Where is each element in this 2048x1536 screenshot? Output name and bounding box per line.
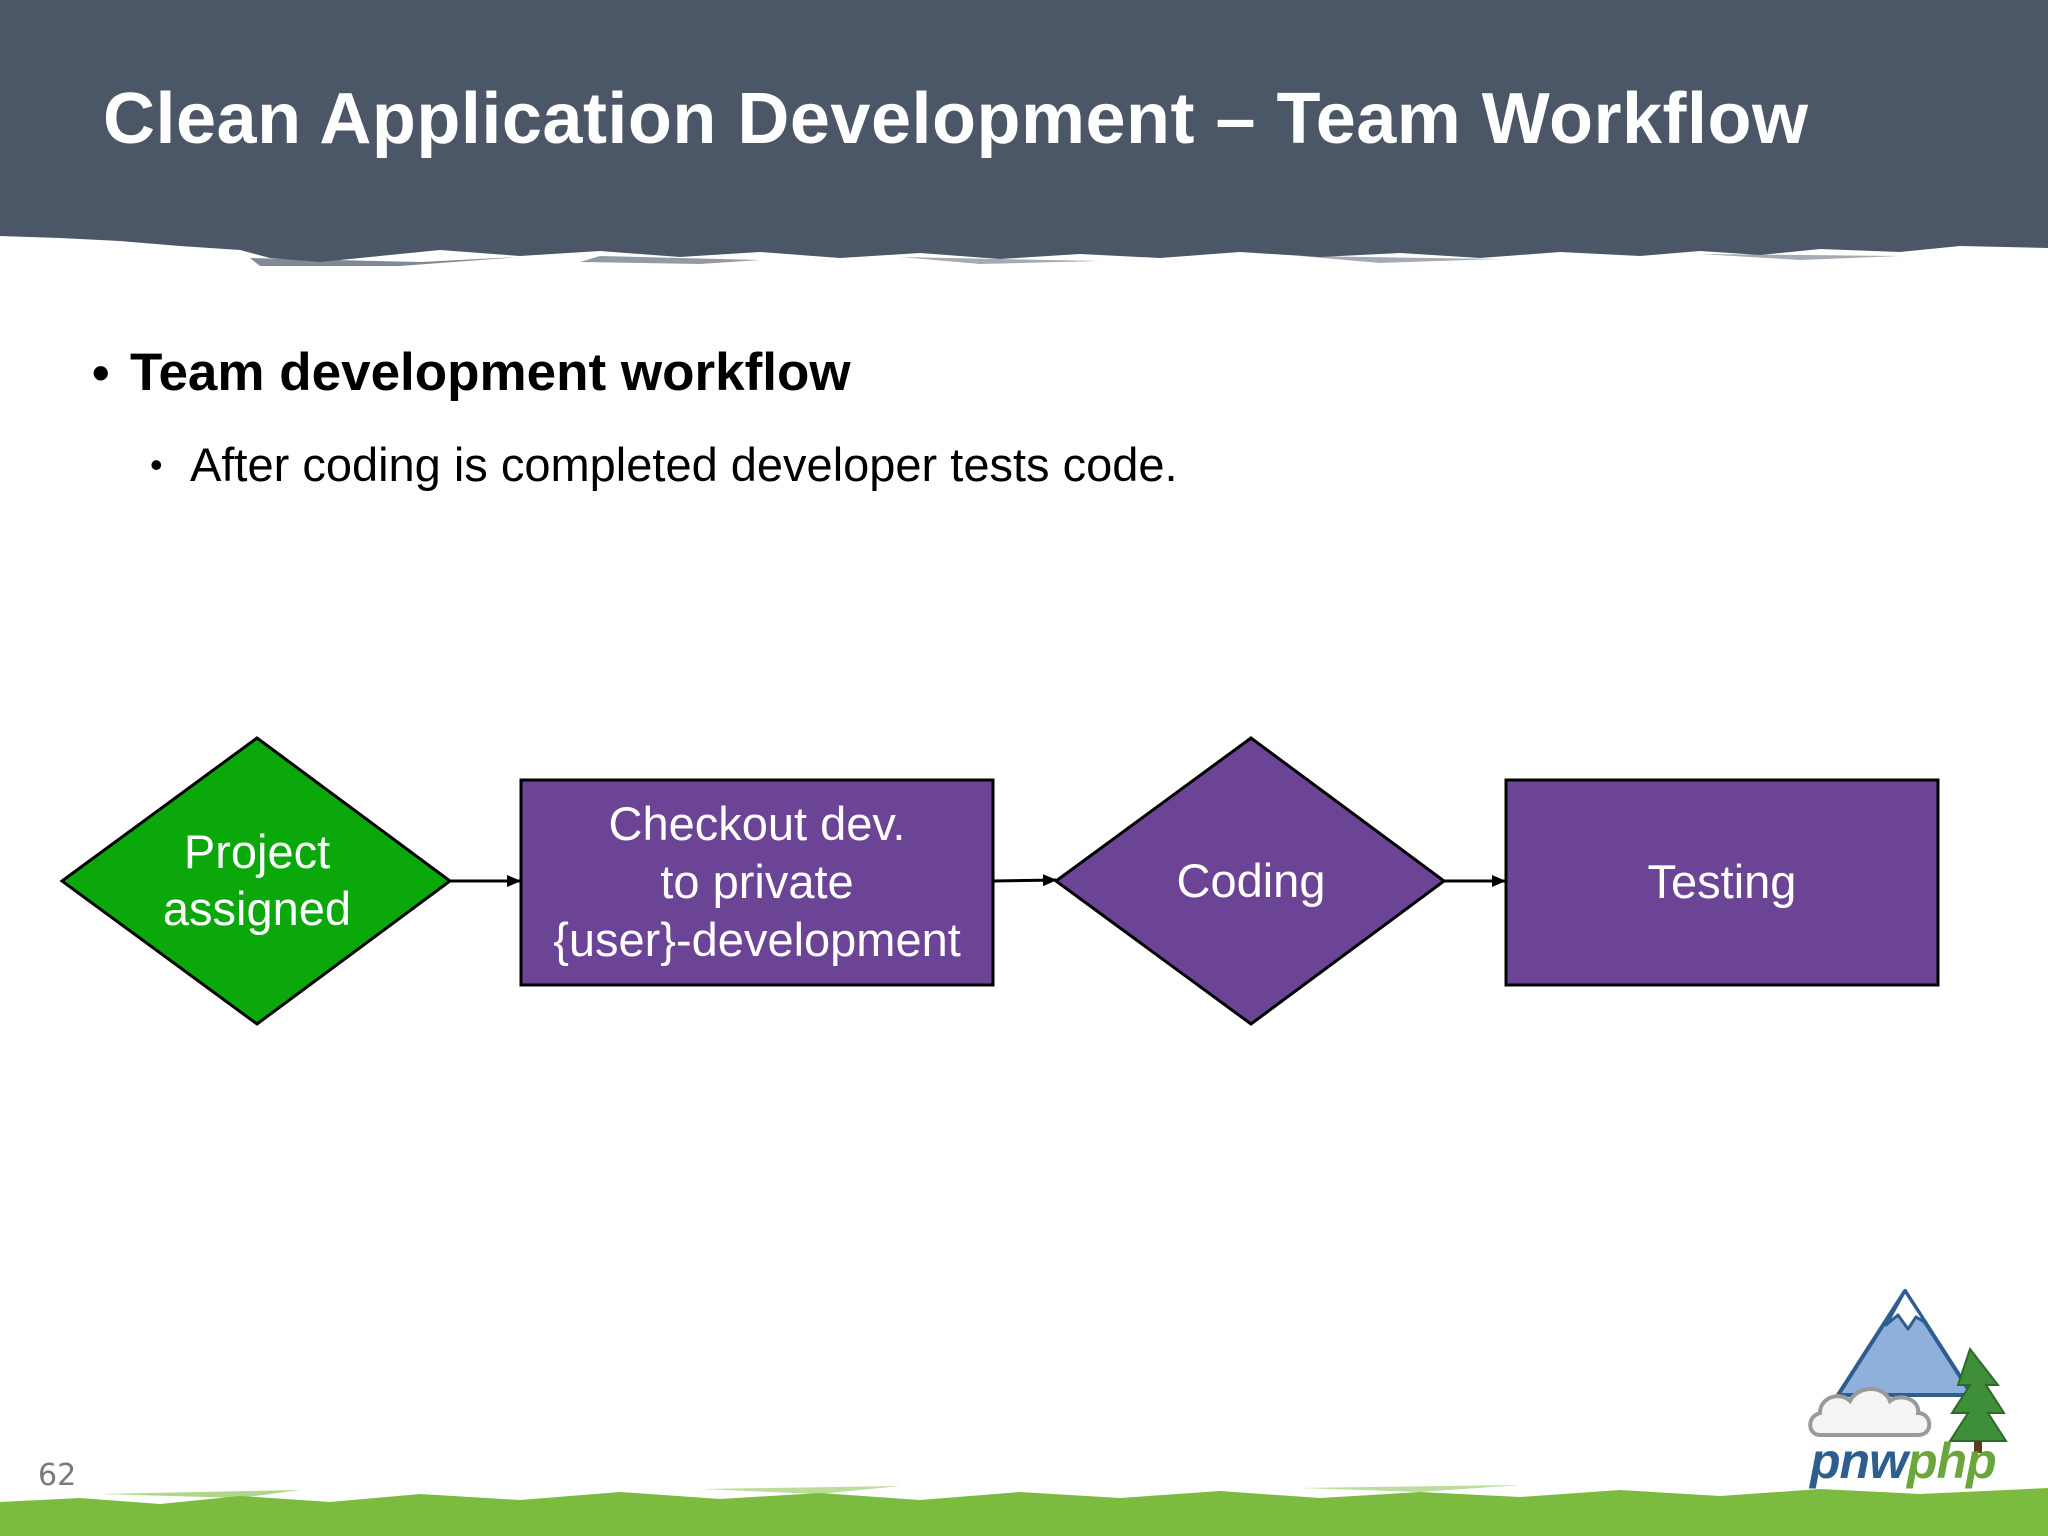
node-checkout: Checkout dev. to private {user}-developm… <box>519 778 995 987</box>
rectangle-shape <box>519 778 995 987</box>
node-label-line: to private <box>660 855 853 908</box>
logo-text-part: pnw <box>1810 1433 1908 1489</box>
node-label-line: Checkout dev. <box>609 797 906 850</box>
node-testing: Testing <box>1504 778 1940 987</box>
node-project-assigned: Project assigned <box>59 736 453 1026</box>
node-label-line: Testing <box>1648 855 1797 908</box>
slide-title: Clean Application Development – Team Wor… <box>103 79 1809 159</box>
header-band <box>0 0 2048 266</box>
diamond-shape <box>59 736 453 1026</box>
slide-header: Clean Application Development – Team Wor… <box>0 0 2048 270</box>
logo-wordmark: pnwphp <box>1810 1432 1997 1490</box>
node-label-line: assigned <box>163 882 351 935</box>
diamond-shape <box>1053 736 1447 1026</box>
bullet-dot-icon: • <box>92 345 110 401</box>
node-label-line: {user}-development <box>553 913 961 966</box>
rectangle-shape <box>1504 778 1940 987</box>
footer-grass <box>0 1485 2048 1536</box>
logo-text-part: php <box>1906 1433 1997 1489</box>
page-number: 62 <box>38 1458 77 1493</box>
sub-bullet-text: After coding is completed developer test… <box>190 438 1178 491</box>
bullet-text: Team development workflow <box>130 343 851 402</box>
node-label-line: Coding <box>1177 854 1326 907</box>
node-label-line: Project <box>184 825 330 878</box>
flow-arrow-2 <box>992 874 1057 887</box>
pnwphp-logo-icon <box>1808 1289 2008 1453</box>
bullet-dot-icon: • <box>150 444 163 485</box>
bullet-item: • Team development workflow <box>92 342 851 403</box>
sub-bullet-item: • After coding is completed developer tes… <box>150 437 1178 492</box>
node-coding: Coding <box>1053 736 1447 1026</box>
